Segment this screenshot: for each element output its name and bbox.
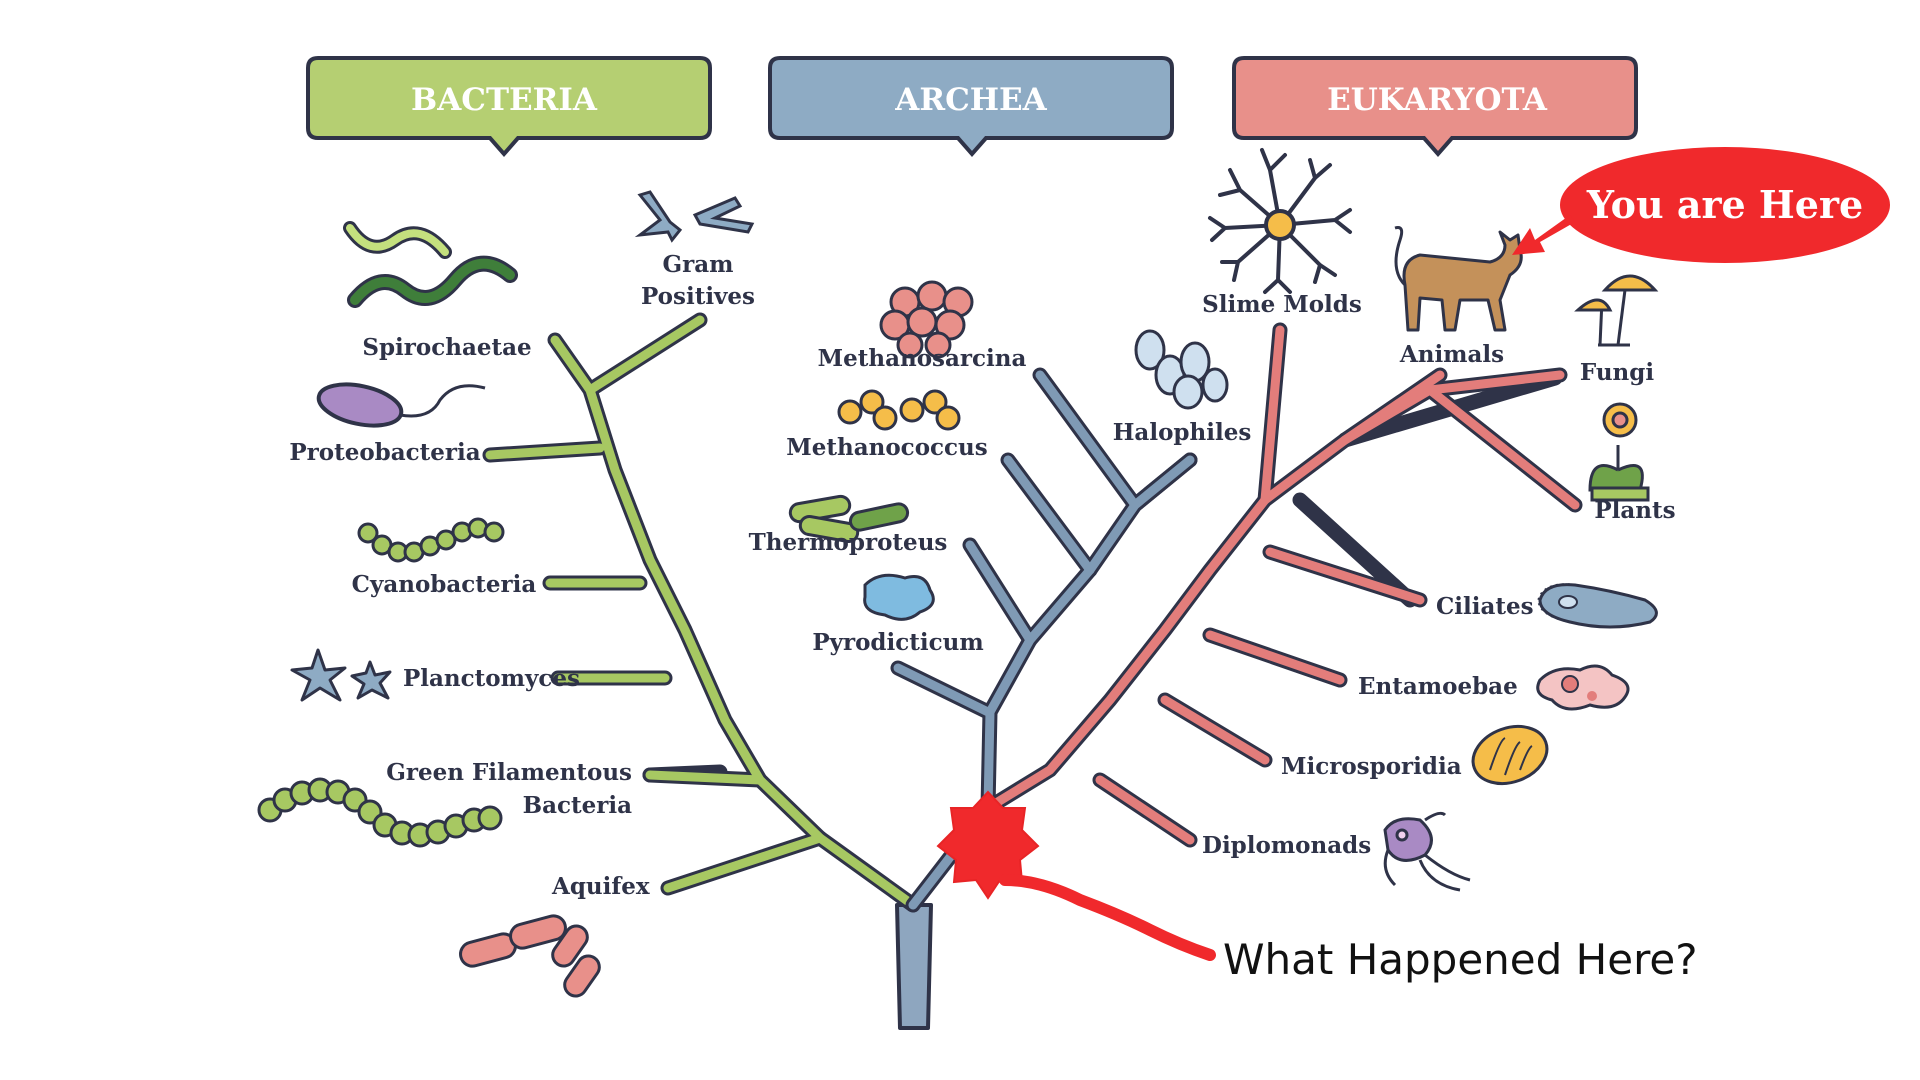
label-halophiles: Halophiles (1113, 419, 1252, 446)
plants-icon (1588, 402, 1650, 502)
fungi-icon (1574, 274, 1659, 347)
you-are-here-label: You are Here (1586, 182, 1863, 227)
eukaryota-header-label: EUKARYOTA (1327, 82, 1548, 118)
archea-header: ARCHEA (768, 56, 1174, 158)
methanococcus-icon (837, 389, 961, 431)
label-diplomonads: Diplomonads (1202, 832, 1371, 859)
thermoproteus-icon (788, 494, 910, 543)
green-filamentous-icon (257, 777, 503, 848)
you-are-here-callout: You are Here (1512, 147, 1890, 263)
label-ciliates: Ciliates (1436, 593, 1534, 620)
aquifex-icon (459, 914, 601, 998)
entamoebae-icon (1536, 664, 1630, 711)
diplomonads-icon (1383, 811, 1471, 892)
halophiles-icon (1134, 329, 1229, 410)
label-pyrodicticum: Pyrodicticum (812, 629, 983, 656)
eukaryota-branches (980, 322, 1583, 848)
animals-icon (1394, 226, 1523, 332)
label-fungi: Fungi (1580, 359, 1654, 386)
microsporidia-icon (1471, 724, 1549, 786)
label-cyanobacteria: Cyanobacteria (352, 571, 537, 598)
bacteria-header-label: BACTERIA (411, 82, 598, 118)
eukaryota-header: EUKARYOTA (1232, 56, 1638, 158)
label-animals: Animals (1399, 341, 1504, 368)
ciliates-icon (1537, 583, 1658, 629)
cyanobacteria-icon (357, 517, 505, 563)
gram-positives-icon (634, 190, 755, 243)
archea-header-box (768, 56, 1174, 158)
proteobacteria-icon (316, 382, 486, 428)
bacteria-branches (482, 312, 921, 913)
label-plants: Plants (1594, 497, 1675, 524)
label-entamoebae: Entamoebae (1358, 673, 1518, 700)
eukaryota-labels: Slime Molds Animals Fungi Plants Ciliate… (1202, 291, 1676, 859)
origin-marker (936, 790, 1040, 900)
label-gram-line2: Positives (641, 283, 755, 310)
you-are-here-bubble (1560, 147, 1890, 263)
label-spirochaetae: Spirochaetae (362, 334, 531, 361)
archea-header-label: ARCHEA (894, 82, 1047, 118)
tree-trunk (895, 903, 933, 1030)
label-green-filamentous-line1: Green Filamentous (386, 759, 632, 786)
label-thermoproteus: Thermoproteus (749, 529, 948, 556)
label-methanosarcina: Methanosarcina (818, 345, 1027, 372)
label-slime-molds: Slime Molds (1202, 291, 1362, 318)
what-happened-label: What Happened Here? (1223, 935, 1698, 984)
bacteria-header-box (306, 56, 712, 158)
bacteria-header: BACTERIA (306, 56, 712, 158)
slime-molds-icon (1208, 148, 1352, 294)
label-green-filamentous-line2: Bacteria (523, 792, 632, 819)
label-planctomyces: Planctomyces (403, 665, 580, 692)
spirochaetae-icon (343, 221, 518, 308)
label-microsporidia: Microsporidia (1281, 753, 1462, 780)
eukaryota-header-box (1232, 56, 1638, 158)
what-happened-pointer-line (999, 874, 1216, 961)
pyrodicticum-icon (863, 573, 935, 621)
label-methanococcus: Methanococcus (786, 434, 987, 461)
archea-labels: Methanosarcina Methanococcus Thermoprote… (749, 345, 1252, 656)
bacteria-labels: Spirochaetae Gram Positives Proteobacter… (289, 251, 755, 900)
planctomyces-icon (290, 648, 392, 702)
label-proteobacteria: Proteobacteria (289, 439, 480, 466)
you-are-here-arrow-icon (1512, 215, 1575, 255)
label-gram-line1: Gram (663, 251, 734, 278)
label-aquifex: Aquifex (551, 873, 650, 900)
methanosarcina-icon (879, 280, 974, 359)
